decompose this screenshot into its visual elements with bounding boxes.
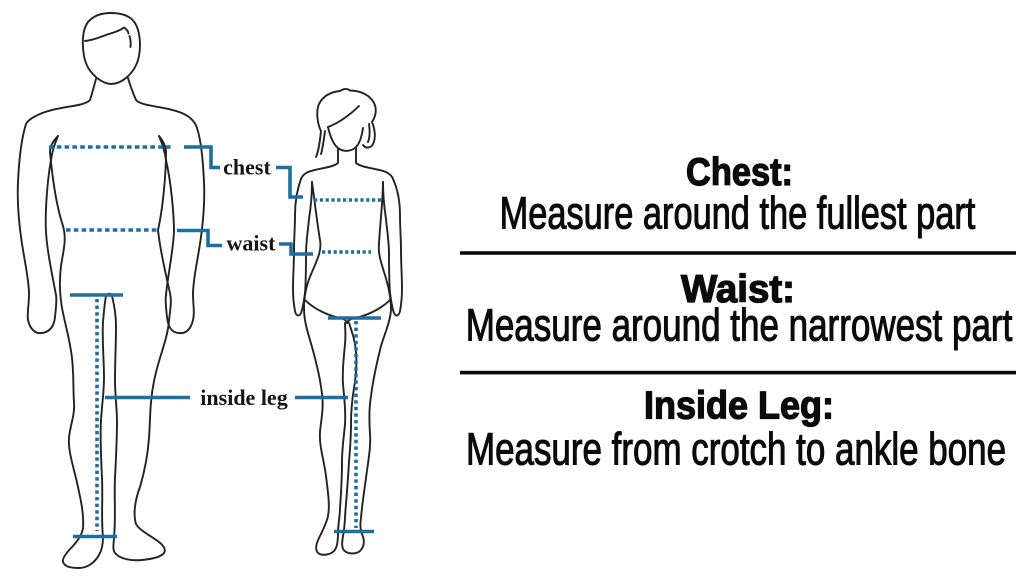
svg-text:inside leg: inside leg [200,385,287,410]
svg-text:chest: chest [223,155,271,180]
svg-text:waist: waist [227,231,277,256]
svg-text:Measure around the fullest par: Measure around the fullest part [500,189,976,238]
svg-text:Measure around the narrowest p: Measure around the narrowest part [466,300,1013,350]
svg-text:Measure from crotch to ankle b: Measure from crotch to ankle bone [466,424,1006,474]
svg-text:Chest:: Chest: [686,150,793,194]
svg-text:Waist:: Waist: [681,268,795,311]
svg-text:Inside Leg:: Inside Leg: [644,383,834,427]
